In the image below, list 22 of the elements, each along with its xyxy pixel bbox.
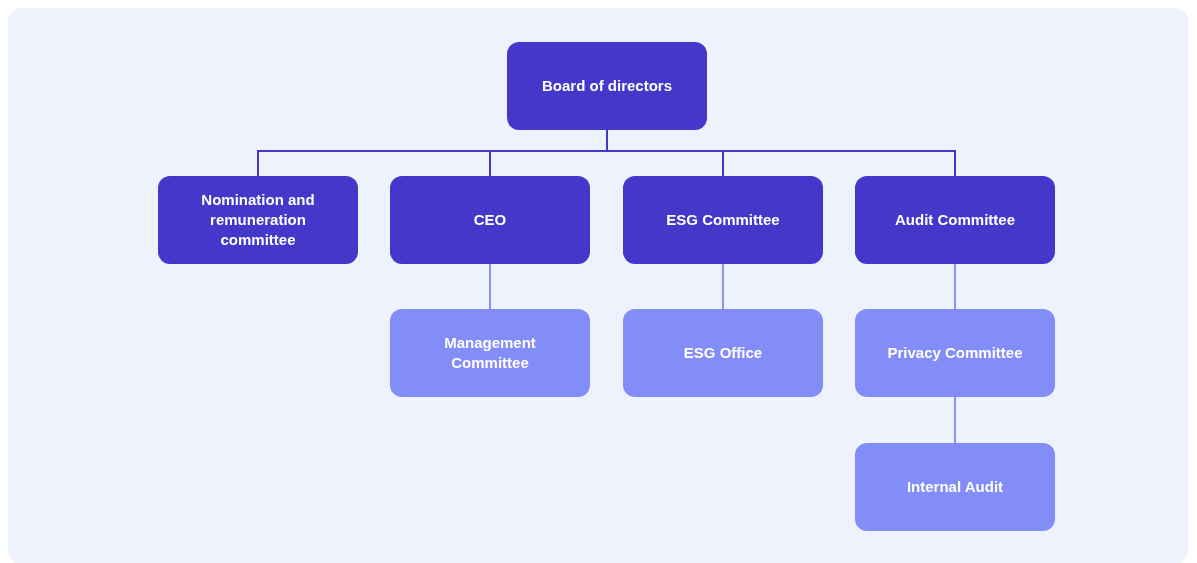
box-label: Internal Audit [906, 476, 1004, 497]
org-box [855, 309, 1055, 397]
box-label: Management Committee [443, 332, 537, 373]
box-label: Nomination and remuneration committee [200, 189, 316, 251]
connector-line [954, 263, 956, 310]
org-box [507, 42, 707, 130]
org-box [390, 309, 590, 397]
org-box [158, 176, 358, 264]
org-box [623, 309, 823, 397]
box-label: Privacy Committee [887, 342, 1023, 363]
org-box [855, 176, 1055, 264]
box-label: ESG Office [683, 342, 763, 363]
org-box [623, 176, 823, 264]
org-box [390, 176, 590, 264]
box-label: ESG Committee [666, 209, 780, 230]
connector-line [722, 263, 724, 310]
box-label: CEO [473, 209, 507, 230]
connector-line [954, 396, 956, 444]
box-label: Board of directors [542, 75, 672, 96]
box-label: Audit Committee [895, 209, 1015, 230]
connector-line [489, 263, 491, 310]
org-box [855, 443, 1055, 531]
